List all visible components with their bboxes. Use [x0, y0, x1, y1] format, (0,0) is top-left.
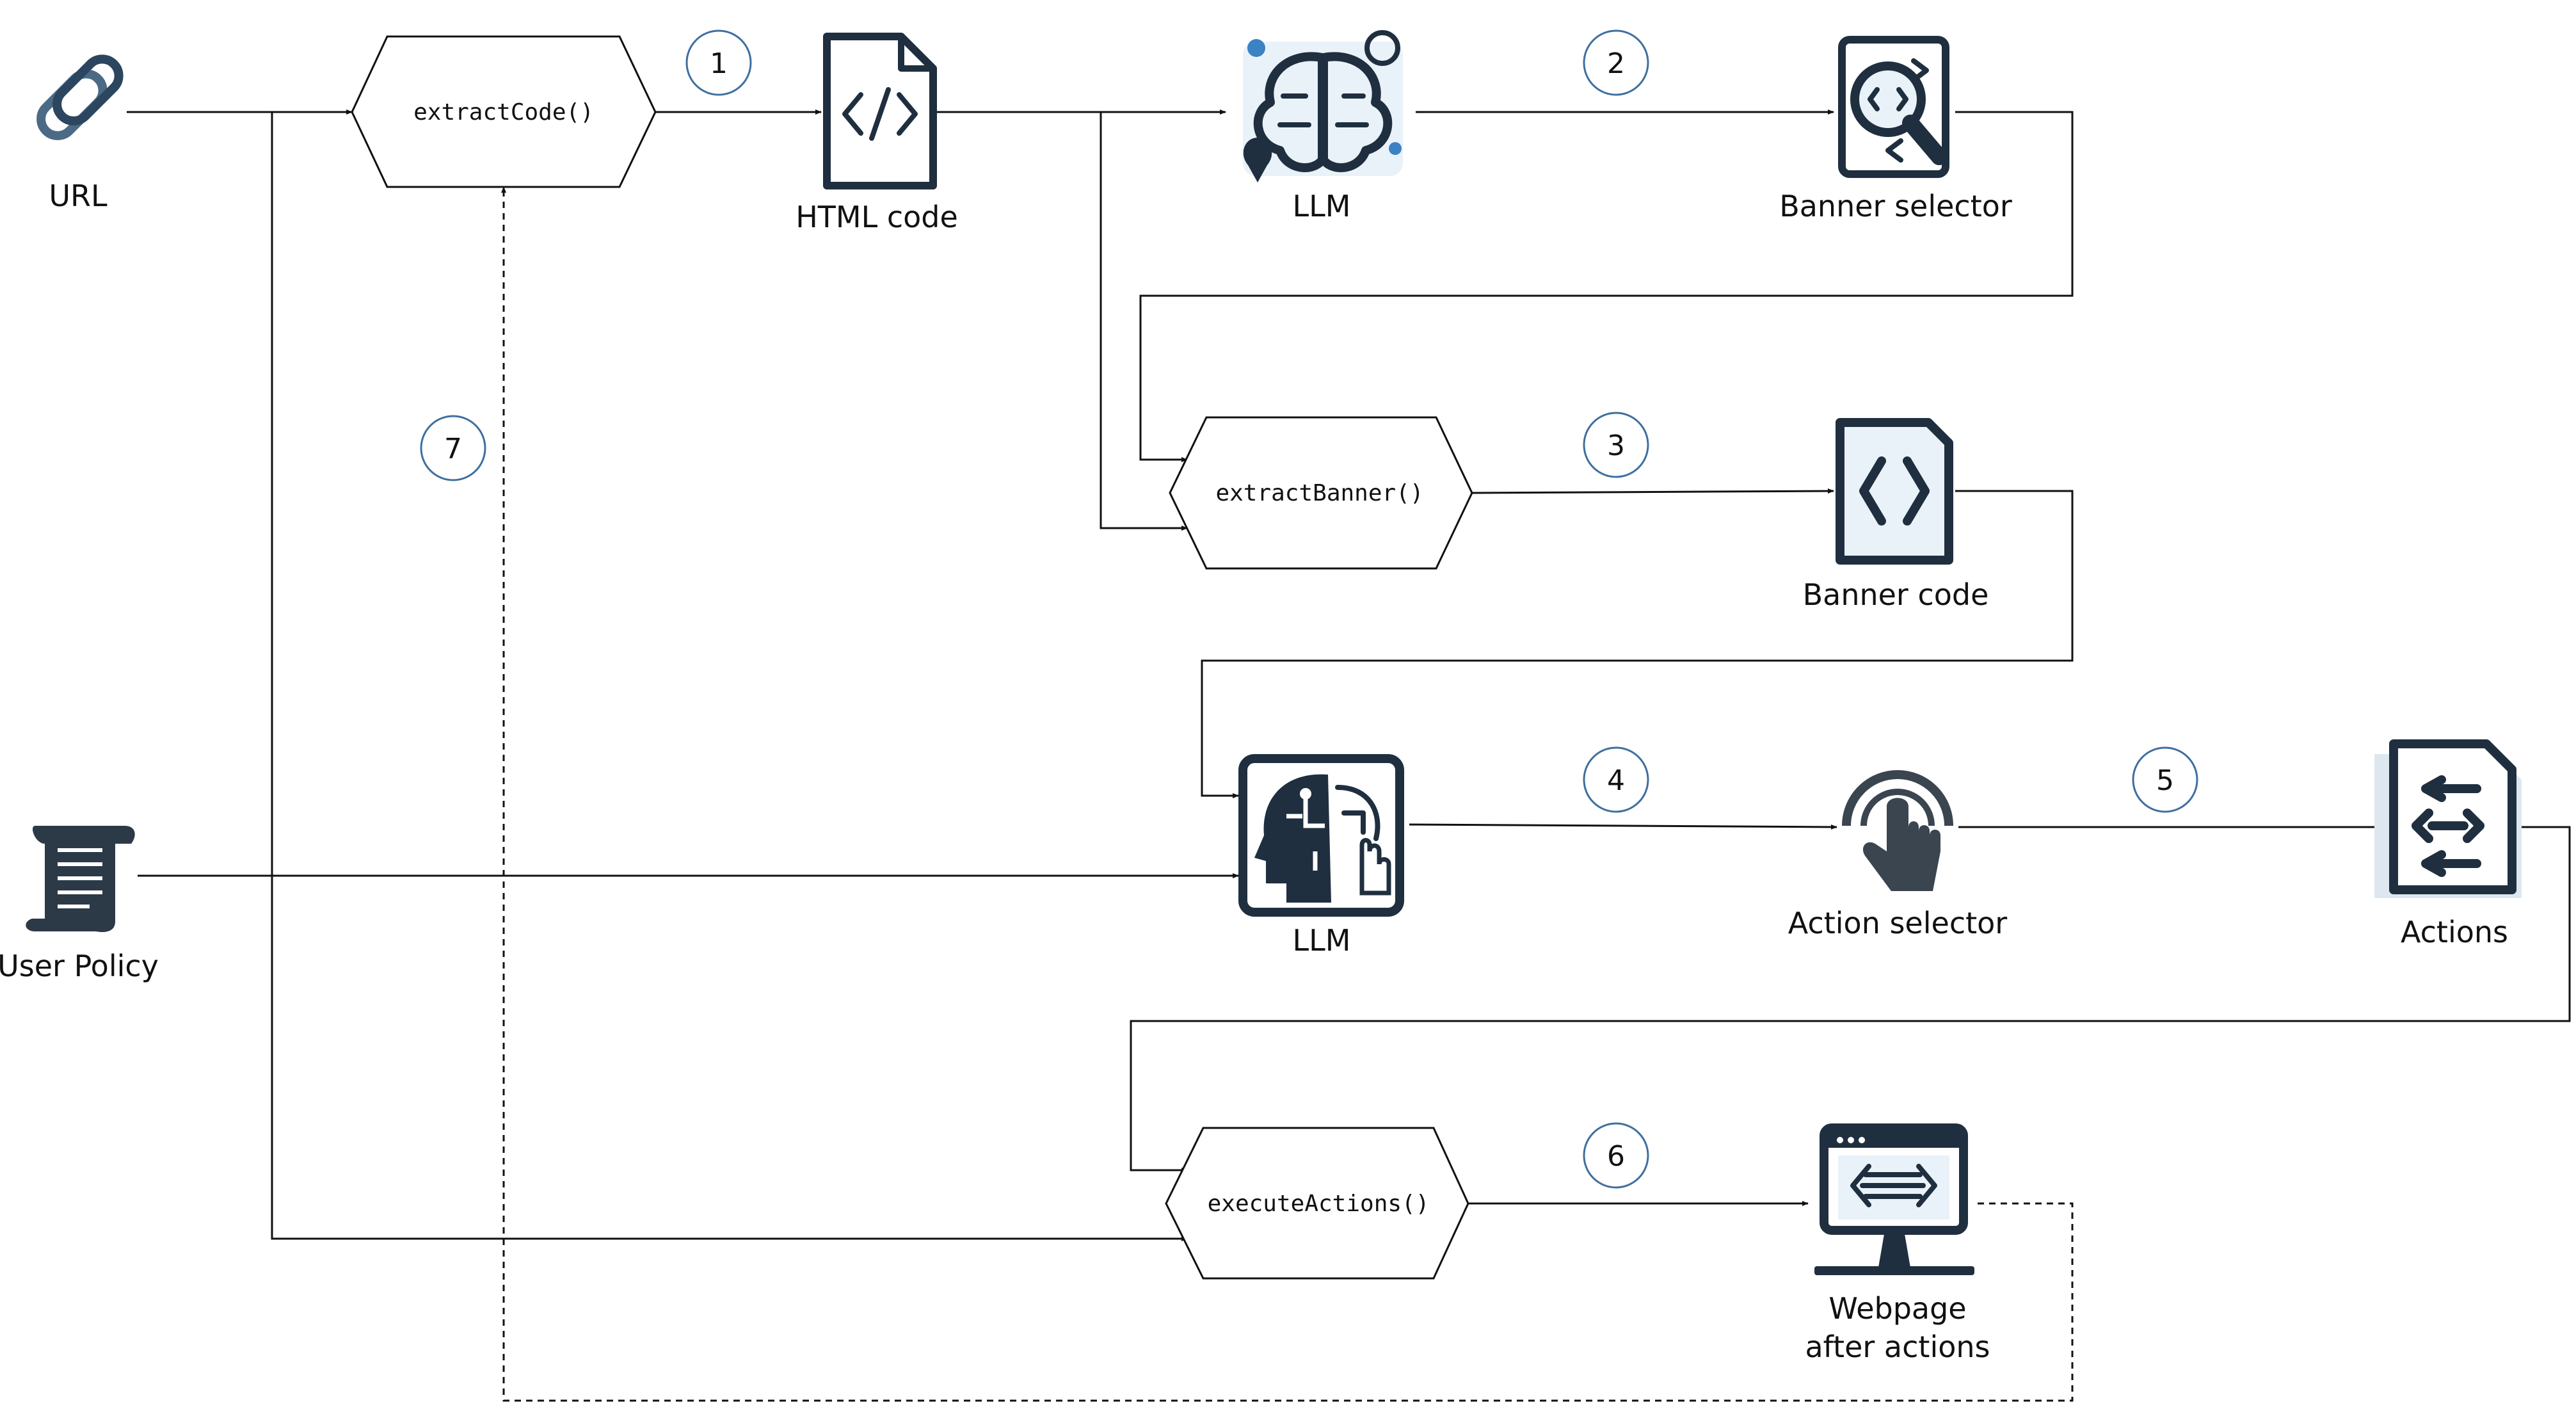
node-banner-selector: Banner selector — [1779, 36, 2012, 223]
edge-llm-to-action-selector — [1409, 823, 1837, 830]
edge-html-to-extract-banner — [1100, 112, 1188, 531]
edges — [127, 109, 2571, 1402]
node-label: Webpage — [1828, 1291, 1966, 1326]
node-label: LLM — [1293, 923, 1351, 958]
step-marker-1: 1 — [685, 29, 752, 96]
search-code-icon — [1838, 36, 1949, 178]
step-marker-3: 3 — [1583, 412, 1649, 478]
step-marker-6: 6 — [1583, 1122, 1649, 1189]
node-label: Action selector — [1788, 906, 2008, 940]
edge-actions-to-execute-actions — [1130, 826, 2571, 1173]
function-label: extractBanner() — [1215, 480, 1423, 506]
node-label: LLM — [1293, 189, 1351, 223]
node-action-selector: Action selector — [1788, 770, 2008, 940]
ai-head-icon — [1238, 754, 1404, 917]
html-file-icon — [823, 33, 937, 189]
node-label: Banner selector — [1779, 189, 2012, 223]
code-file-icon — [1836, 418, 1953, 565]
actions-file-icon — [2374, 739, 2522, 898]
node-banner-code: Banner code — [1803, 418, 1989, 612]
step-number: 3 — [1607, 430, 1625, 462]
edge-banner-selector-to-extract-banner — [1139, 111, 2074, 462]
edge-extract-banner-to-banner-code — [1471, 488, 1834, 494]
function-label: executeActions() — [1208, 1191, 1430, 1217]
node-label: HTML code — [796, 200, 958, 234]
edge-webpage-feedback-to-extract-code — [501, 186, 2074, 1402]
step-number: 7 — [444, 433, 462, 465]
step-number: 4 — [1607, 764, 1625, 797]
edge-url-to-execute-actions — [271, 112, 1188, 1241]
node-label: URL — [49, 179, 108, 213]
step-marker-5: 5 — [2132, 746, 2198, 813]
step-marker-7: 7 — [420, 415, 486, 481]
node-url: URL — [36, 54, 124, 213]
monitor-icon — [1814, 1123, 1974, 1275]
function-extract-code: extractCode() — [351, 35, 657, 188]
link-icon — [36, 54, 124, 140]
step-number: 2 — [1607, 47, 1625, 80]
step-marker-2: 2 — [1583, 29, 1649, 96]
step-number: 6 — [1607, 1140, 1625, 1173]
function-execute-actions: executeActions() — [1165, 1127, 1469, 1280]
node-html-code: HTML code — [796, 33, 958, 234]
node-label: after actions — [1805, 1330, 1990, 1364]
step-number: 1 — [710, 47, 728, 80]
node-actions: Actions — [2374, 739, 2522, 949]
touch-icon — [1842, 770, 1953, 891]
brain-circuit-icon — [1243, 30, 1403, 182]
node-label: Banner code — [1803, 577, 1989, 612]
scroll-icon — [26, 826, 135, 933]
node-webpage: Webpage after actions — [1805, 1123, 1990, 1364]
function-extract-banner: extractBanner() — [1169, 416, 1473, 570]
edge-banner-code-to-llm — [1201, 490, 2074, 798]
node-llm-2: LLM — [1238, 754, 1404, 958]
node-label: Actions — [2401, 915, 2508, 949]
function-label: extractCode() — [413, 99, 594, 125]
node-user-policy: User Policy — [0, 826, 159, 983]
node-llm-1: LLM — [1243, 30, 1403, 223]
step-marker-4: 4 — [1583, 746, 1649, 813]
step-number: 5 — [2156, 764, 2174, 797]
node-label: User Policy — [0, 949, 159, 983]
